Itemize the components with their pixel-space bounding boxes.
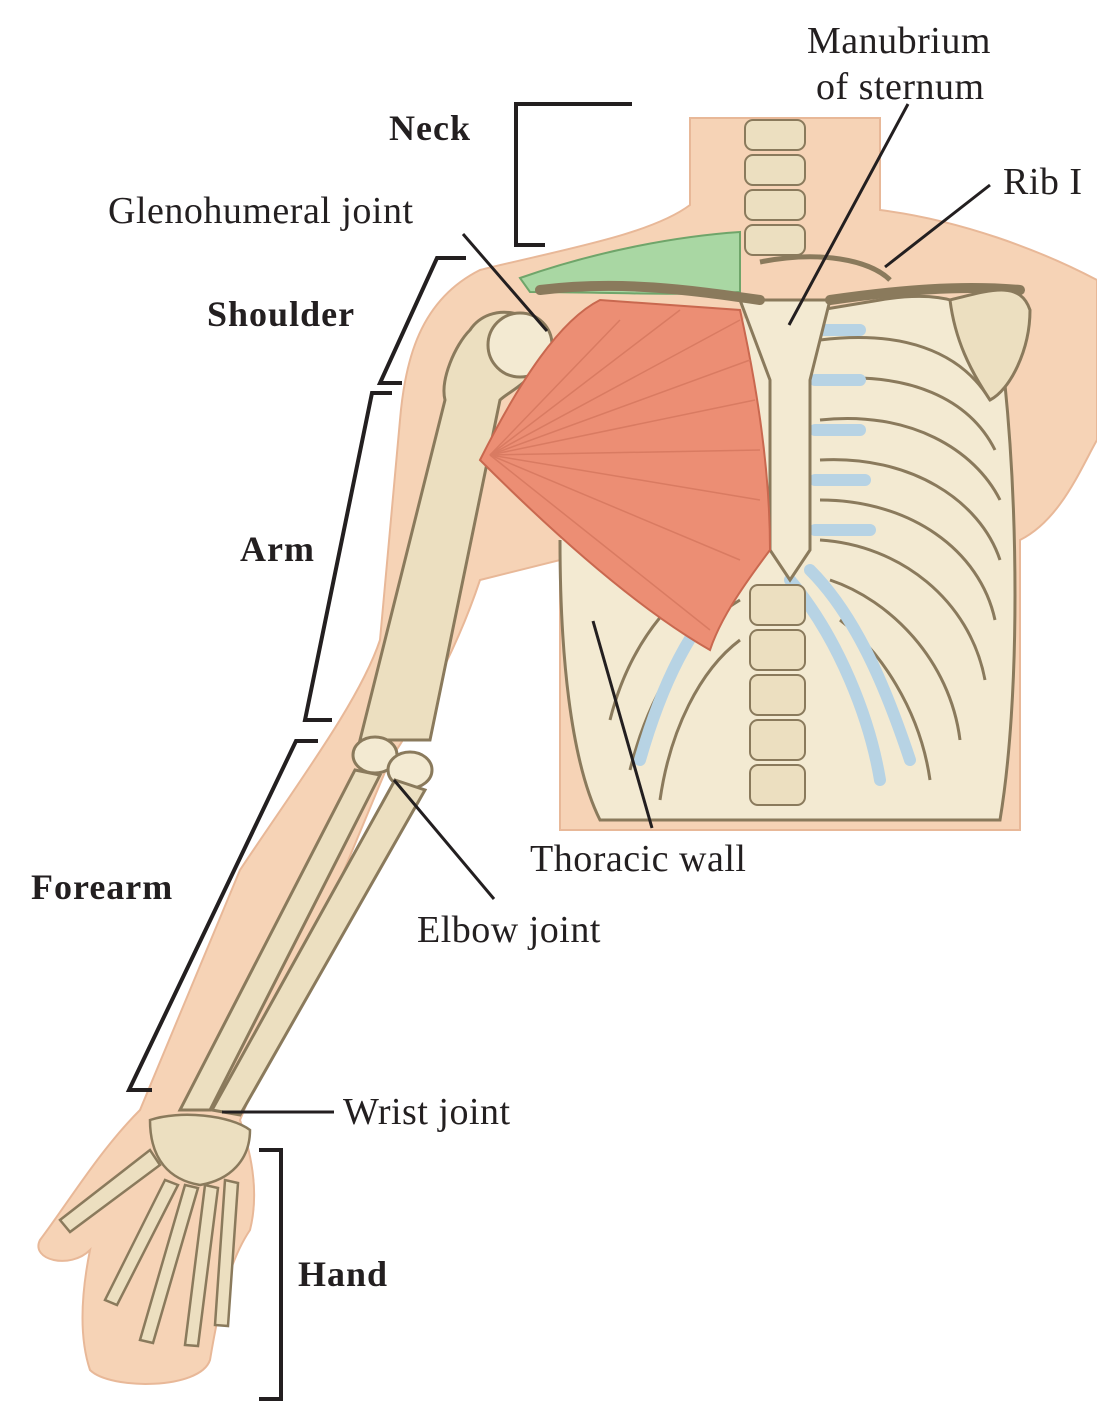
label-arm: Arm <box>240 531 315 567</box>
neck-bracket <box>516 104 632 245</box>
label-hand: Hand <box>298 1256 388 1292</box>
label-shoulder: Shoulder <box>207 296 355 332</box>
label-glenohumeral-joint: Glenohumeral joint <box>108 192 414 230</box>
label-rib1: Rib I <box>1003 163 1083 201</box>
label-manubrium-line1: Manubrium <box>807 22 991 60</box>
label-neck: Neck <box>389 110 471 146</box>
elbow-leader <box>394 780 494 899</box>
hand-bracket <box>259 1150 281 1399</box>
label-manubrium-line2: of sternum <box>816 68 985 106</box>
label-wrist-joint: Wrist joint <box>343 1093 511 1131</box>
label-forearm: Forearm <box>31 869 173 905</box>
label-thoracic-wall: Thoracic wall <box>530 840 746 878</box>
label-elbow-joint: Elbow joint <box>417 911 601 949</box>
